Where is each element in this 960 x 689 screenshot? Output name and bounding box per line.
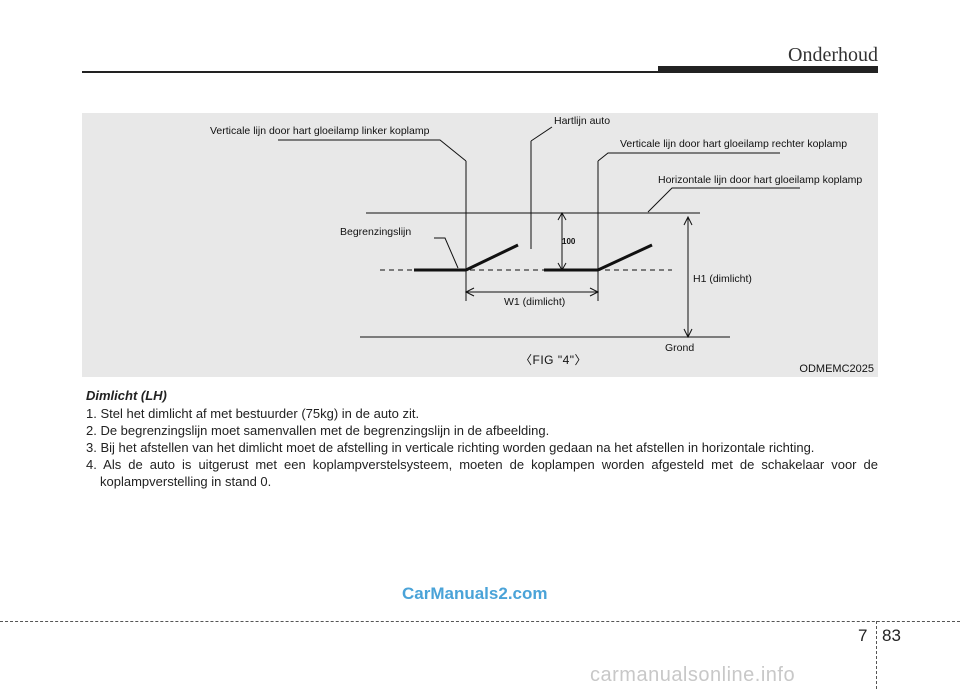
headlamp-diagram: [278, 126, 800, 339]
label-right-vertical: Verticale lijn door hart gloeilamp recht…: [620, 138, 848, 150]
leader-cutoff: [434, 237, 459, 269]
cutoff-right-slope: [597, 243, 653, 272]
leader-center: [530, 126, 553, 142]
headlamp-aim-figure: Verticale lijn door hart gloeilamp linke…: [82, 113, 878, 377]
page-number: 83: [882, 626, 901, 645]
label-h1: H1 (dimlicht): [693, 273, 752, 285]
label-horizontal: Horizontale lijn door hart gloeilamp kop…: [658, 174, 863, 186]
leader-left-vertical: [278, 139, 467, 162]
value-100: 100: [562, 237, 576, 246]
chapter-number: 7: [858, 626, 868, 645]
step-item: 3. Bij het afstellen van het dimlicht mo…: [86, 440, 815, 455]
label-cutoff: Begrenzingslijn: [340, 226, 412, 238]
footer-rule: [0, 621, 960, 622]
label-left-vertical: Verticale lijn door hart gloeilamp linke…: [210, 125, 430, 137]
cutoff-left-slope: [465, 243, 519, 272]
label-ground: Grond: [665, 342, 695, 354]
section-title: Onderhoud: [788, 44, 878, 66]
label-center-line: Hartlijn auto: [554, 115, 611, 127]
step-item: 1. Stel het dimlicht af met bestuurder (…: [86, 406, 420, 421]
step-item: 2. De begrenzingslijn moet samenvallen m…: [86, 423, 550, 438]
sub-heading: Dimlicht (LH): [86, 388, 167, 403]
header-rule-thick: [658, 66, 878, 73]
steps-list: 1. Stel het dimlicht af met bestuurder (…: [86, 405, 878, 490]
figure-code: ODMEMC2025: [799, 363, 874, 375]
footer-divider: [876, 621, 877, 689]
leader-horizontal: [647, 187, 800, 213]
label-w1: W1 (dimlicht): [504, 296, 566, 308]
watermark-link[interactable]: CarManuals2.com: [402, 584, 548, 603]
leader-right-vertical: [597, 152, 780, 162]
header-rule: [82, 71, 662, 73]
step-item: 4. Als de auto is uitgerust met een kopl…: [86, 457, 878, 489]
site-watermark: carmanualsonline.info: [590, 664, 796, 686]
figure-caption: 〈FIG "4"〉: [520, 353, 588, 367]
